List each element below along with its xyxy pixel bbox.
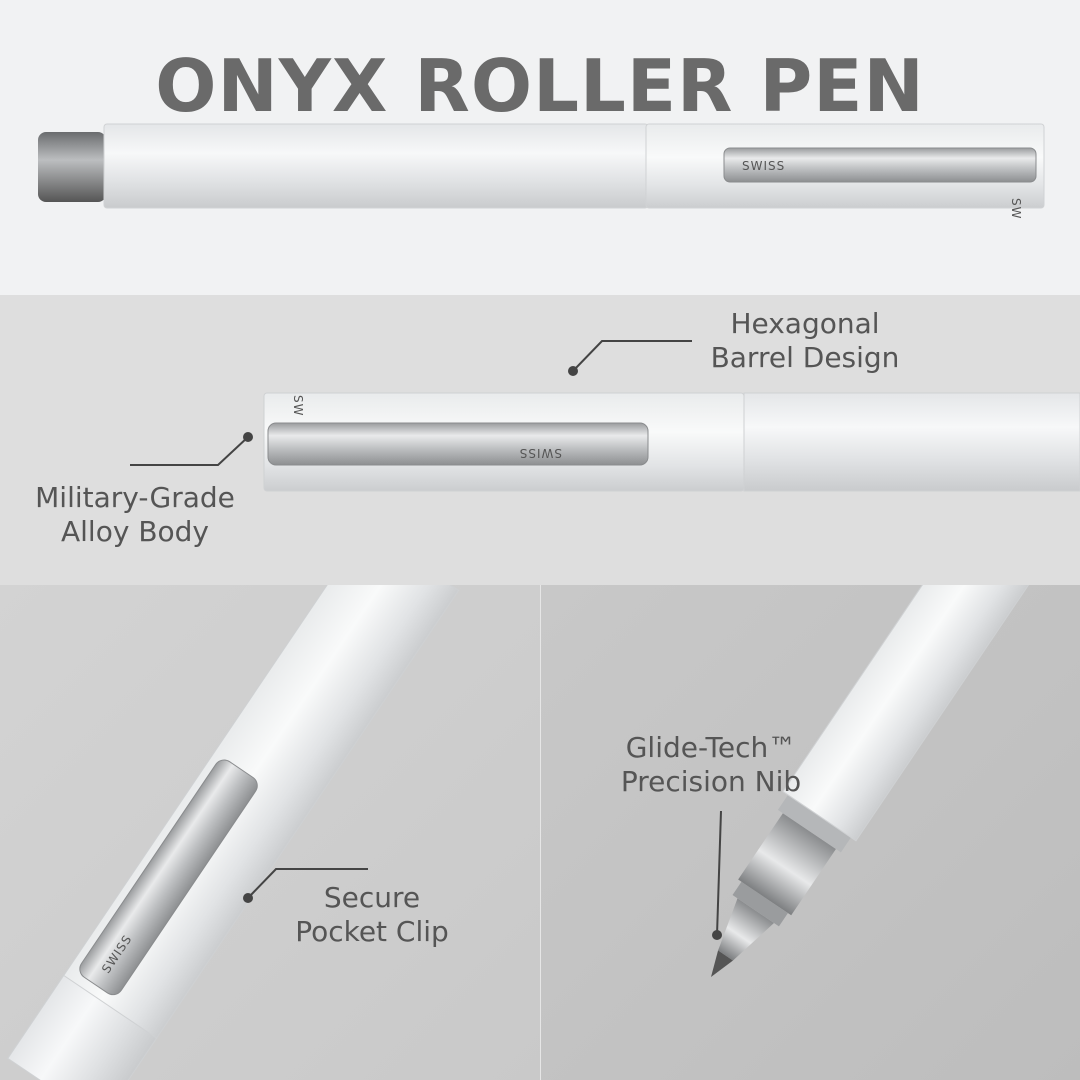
clip-engraving-mid: SWISS [519, 446, 562, 460]
detail-clip-panel: SWISS Secure Pocket Clip [0, 585, 540, 1080]
clip-engraving: SWISS [742, 159, 785, 173]
barrel-leader-line [572, 340, 692, 372]
full-pen-image: SWISS SW [38, 123, 1045, 219]
nib-callout-line2: Precision Nib [620, 765, 802, 798]
barrel-callout: Hexagonal Barrel Design [700, 307, 910, 375]
body-leader-line [130, 436, 249, 466]
clip-closeup-image: SWISS [7, 585, 460, 1080]
body-callout-line2: Alloy Body [61, 515, 209, 548]
nib-closeup-image [711, 585, 1058, 977]
nib-leader-dot [712, 930, 722, 940]
pen-barrel [103, 123, 649, 209]
hero-panel: ONYX ROLLER PEN SWISS SW [0, 0, 1080, 295]
cap-end-engraving-mid: SW [291, 395, 305, 416]
pen-clip [723, 147, 1037, 183]
barrel-callout-line2: Barrel Design [710, 341, 900, 374]
product-title: ONYX ROLLER PEN [155, 44, 925, 128]
barrel-callout-line1: Hexagonal [730, 307, 880, 340]
nib-callout-line1: Glide-Tech™ [625, 731, 797, 764]
nib-callout: Glide-Tech™ Precision Nib [613, 731, 809, 799]
detail-barrel-panel: SWISS SW Hexagonal Barrel Design Militar… [0, 295, 1080, 585]
clip-leader-dot [243, 893, 253, 903]
body-callout-line1: Military-Grade [35, 481, 235, 514]
body-leader-dot [243, 432, 253, 442]
clip-callout-line2: Pocket Clip [295, 915, 449, 948]
cap-end-engraving: SW [1009, 198, 1023, 219]
clip-callout: Secure Pocket Clip [282, 881, 462, 949]
detail-nib-panel: Glide-Tech™ Precision Nib [540, 585, 1080, 1080]
barrel-leader-dot [568, 366, 578, 376]
nib-leader-line [716, 810, 722, 936]
cap-closeup-image: SWISS SW [130, 340, 1080, 492]
clip-leader-line [247, 868, 368, 899]
clip-callout-line1: Secure [323, 881, 421, 914]
body-callout: Military-Grade Alloy Body [26, 481, 244, 549]
pen-end-cap [38, 132, 106, 202]
